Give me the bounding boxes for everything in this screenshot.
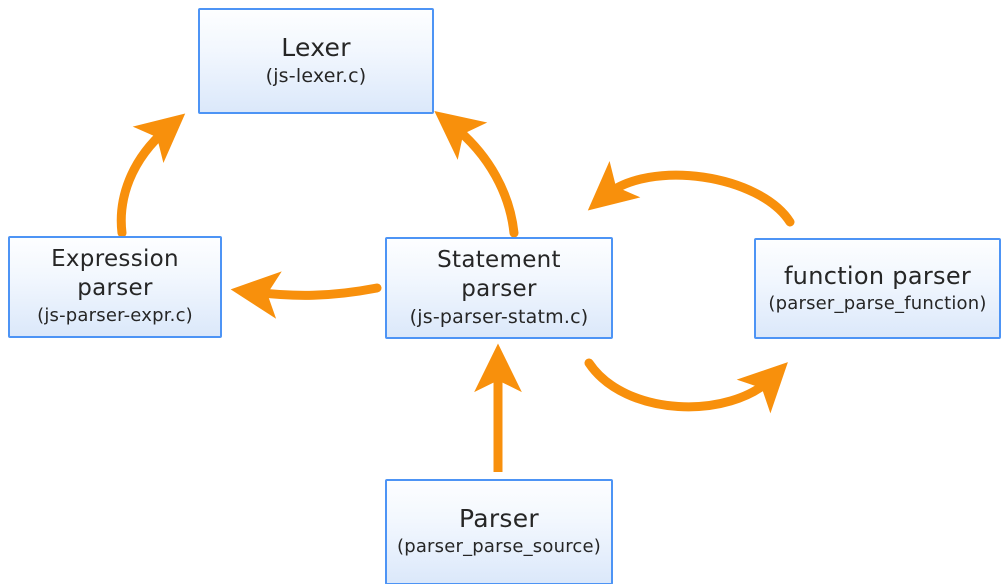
node-function-parser[interactable]: function parser (parser_parse_function): [754, 238, 1001, 339]
node-lexer-subtitle: (js-lexer.c): [265, 65, 367, 87]
node-function-parser-subtitle: (parser_parse_function): [768, 292, 987, 314]
node-statement-parser-subtitle: (js-parser-statm.c): [409, 306, 589, 328]
node-lexer-title: Lexer: [281, 33, 351, 62]
edge-statement-to-lexer: [434, 111, 519, 238]
edge-function-to-statement: [587, 160, 795, 227]
node-expression-parser[interactable]: Expression parser (js-parser-expr.c): [8, 236, 222, 338]
edge-statement-to-expression: [230, 271, 382, 319]
node-statement-parser-title-line1: Statement: [437, 247, 561, 273]
node-parser-subtitle: (parser_parse_source): [396, 536, 602, 557]
node-expression-parser-title-line2: parser: [77, 275, 153, 301]
node-function-parser-title: function parser: [783, 261, 972, 290]
edge-expression-to-lexer: [116, 113, 186, 238]
node-parser-title: Parser: [458, 504, 540, 533]
node-lexer[interactable]: Lexer (js-lexer.c): [198, 8, 434, 114]
node-statement-parser-title-line2: parser: [461, 276, 537, 302]
node-expression-parser-title-line1: Expression: [51, 246, 179, 272]
node-statement-parser[interactable]: Statement parser (js-parser-statm.c): [385, 237, 613, 339]
node-expression-parser-subtitle: (js-parser-expr.c): [37, 305, 193, 326]
node-parser[interactable]: Parser (parser_parse_source): [385, 479, 613, 584]
edge-statement-to-function: [584, 358, 788, 414]
